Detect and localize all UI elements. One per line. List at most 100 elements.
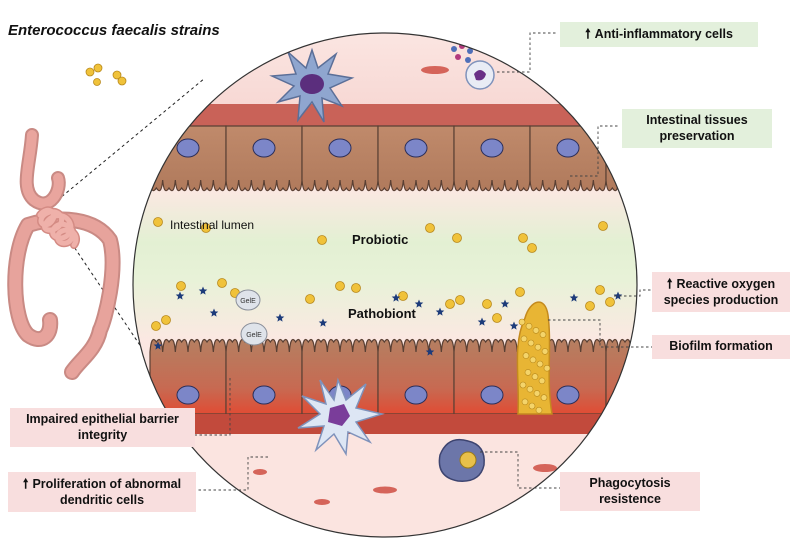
ros-star — [509, 321, 519, 330]
up-arrow-icon: 🠕 — [585, 26, 591, 41]
bacterium — [425, 223, 435, 233]
bacterium — [598, 221, 608, 231]
label-phagocytosis: Phagocytosis resistence — [560, 472, 700, 512]
epithelial-cell — [377, 125, 455, 192]
ros-star — [209, 308, 219, 317]
bacterium — [153, 217, 163, 227]
biofilm-bacteria — [518, 318, 551, 414]
biofilm-bacterium — [538, 377, 546, 385]
label-leader-lines — [195, 32, 652, 491]
ros-stars — [153, 286, 623, 356]
bacterium — [335, 281, 345, 291]
ros-star — [500, 299, 510, 308]
nucleus — [252, 138, 276, 158]
ros-star — [414, 299, 424, 308]
epithelial-cell — [149, 339, 227, 415]
biofilm-bacterium — [528, 402, 536, 410]
bacteria-cluster — [151, 217, 615, 331]
biofilm-bacterium — [526, 385, 534, 393]
lower-basement-band — [133, 414, 637, 434]
ros-star — [435, 307, 445, 316]
biofilm-bacterium — [536, 360, 544, 368]
label-anti-inflammatory: 🠕Anti-inflammatory cells — [560, 22, 758, 47]
label-anti-inflammatory-text: Anti-inflammatory cells — [594, 27, 733, 41]
epithelial-cell — [149, 125, 227, 192]
dendritic-cell-top — [269, 47, 355, 123]
nucleus — [556, 138, 580, 158]
ros-star — [391, 293, 401, 302]
biofilm-bacterium — [521, 398, 529, 406]
bacterium — [201, 223, 211, 233]
macrophage-cell — [438, 438, 485, 482]
ros-star — [318, 318, 328, 327]
biofilm-bacterium — [527, 339, 535, 347]
floating-bacteria — [85, 63, 127, 86]
ros-star — [425, 347, 435, 356]
bacterium — [595, 285, 605, 295]
bacterium — [305, 294, 315, 304]
biofilm-bacterium — [532, 327, 540, 334]
nucleus — [176, 138, 200, 158]
bacterium — [605, 297, 615, 307]
bacterium — [317, 235, 327, 245]
region-pathobiont: Pathobiont — [348, 306, 416, 321]
ros-star — [477, 317, 487, 326]
dendritic-cell-bottom — [297, 377, 385, 457]
nucleus — [252, 385, 276, 405]
zoom-circle-outline — [132, 32, 638, 538]
ros-star — [613, 291, 623, 300]
bacterium — [398, 291, 408, 301]
label-dendritic-text: Proliferation of abnormal dendritic cell… — [32, 477, 182, 507]
nucleus — [480, 138, 504, 158]
page-title: Enterococcus faecalis strains — [8, 22, 220, 39]
label-biofilm: Biofilm formation — [652, 335, 790, 359]
label-phagocytosis-text: Phagocytosis resistence — [589, 476, 671, 506]
ros-star — [198, 286, 208, 295]
ros-star — [569, 293, 579, 302]
nucleus — [480, 385, 504, 405]
bacterium — [585, 301, 595, 311]
epithelial-cell — [301, 125, 379, 192]
epithelial-cell — [225, 339, 303, 415]
biofilm-bacterium — [520, 335, 528, 343]
biofilm-bacterium — [539, 331, 547, 338]
epithelial-cell — [225, 125, 303, 192]
nucleus — [404, 385, 428, 405]
bacterium — [527, 243, 537, 253]
nucleus — [556, 385, 580, 405]
label-ros: 🠕Reactive oxygen species production — [652, 272, 790, 313]
label-tissue-preservation: Intestinal tissues preservation — [622, 109, 772, 149]
bacterium — [217, 278, 227, 288]
region-intestinal-lumen: Intestinal lumen — [170, 218, 255, 232]
bacterium — [492, 313, 502, 323]
bacterium — [161, 315, 171, 325]
gele-label-1: GelE — [240, 298, 256, 305]
epithelial-cell — [529, 125, 607, 192]
bacterium — [151, 321, 161, 331]
bacterium — [351, 283, 361, 293]
epithelial-cell — [377, 339, 455, 415]
bacterium — [482, 299, 492, 309]
up-arrow-icon: 🠕 — [22, 476, 29, 491]
bacterium — [515, 287, 525, 297]
biofilm-bacterium — [543, 364, 551, 372]
biofilm-bacterium — [535, 406, 543, 414]
zoomed-tissue-section: GelE GelE — [133, 33, 637, 537]
region-probiotic: Probiotic — [352, 232, 409, 247]
bacterium — [445, 299, 455, 309]
nucleus — [404, 138, 428, 158]
label-impaired-barrier: Impaired epithelial barrier integrity — [10, 408, 195, 448]
nucleus — [176, 385, 200, 405]
biofilm-bacterium — [529, 356, 537, 364]
lower-epithelial-cells — [149, 339, 637, 415]
anti-inflammatory-cell — [451, 43, 495, 90]
biofilm-bacterium — [519, 381, 527, 389]
label-tissue-preservation-text: Intestinal tissues preservation — [646, 113, 748, 143]
gele-label-2: GelE — [246, 332, 262, 339]
label-impaired-barrier-text: Impaired epithelial barrier integrity — [26, 412, 179, 442]
biofilm-bacterium — [531, 373, 539, 380]
ros-star — [175, 291, 185, 300]
nucleus — [632, 385, 637, 405]
biofilm-bacterium — [524, 369, 532, 376]
